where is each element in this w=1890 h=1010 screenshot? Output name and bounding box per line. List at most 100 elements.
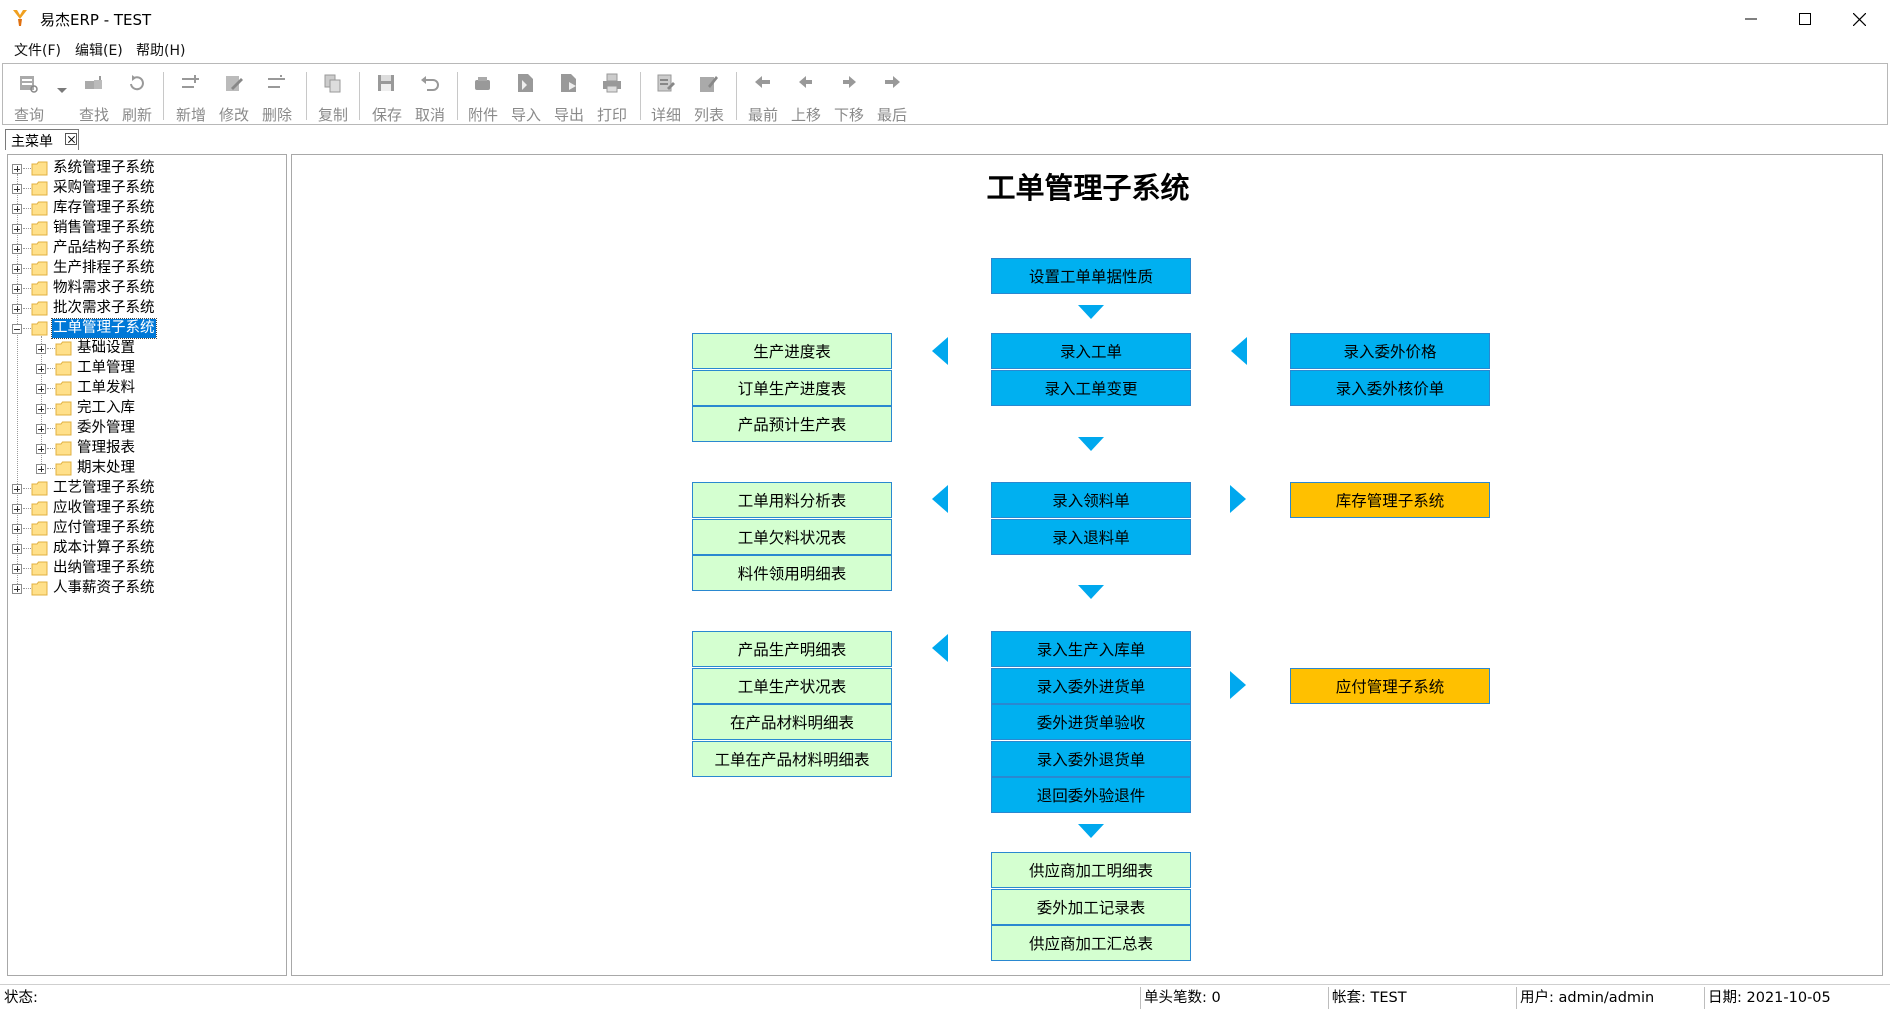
flow-box-report[interactable]: 供应商加工明细表: [991, 852, 1191, 888]
expand-icon[interactable]: [12, 224, 22, 234]
flow-box-report[interactable]: 在产品材料明细表: [692, 704, 892, 740]
tree-item-subsystem[interactable]: 成本计算子系统: [12, 539, 252, 559]
expand-icon[interactable]: [12, 544, 22, 554]
expand-icon[interactable]: [36, 344, 46, 354]
flow-box-report[interactable]: 工单用料分析表: [692, 482, 892, 518]
first-button[interactable]: 最前: [743, 70, 783, 124]
flow-box-report[interactable]: 委外加工记录表: [991, 888, 1191, 925]
tree-item-module[interactable]: 期末处理: [36, 459, 276, 479]
save-button[interactable]: 保存: [367, 70, 407, 124]
flow-box-report[interactable]: 生产进度表: [692, 333, 892, 369]
tree-item-subsystem[interactable]: 批次需求子系统: [12, 299, 252, 319]
expand-icon[interactable]: [36, 424, 46, 434]
tree-item-module[interactable]: 基础设置: [36, 339, 276, 359]
copy-button[interactable]: 复制: [313, 70, 353, 124]
tree-item-subsystem[interactable]: 采购管理子系统: [12, 179, 252, 199]
expand-icon[interactable]: [36, 384, 46, 394]
flow-box-report[interactable]: 工单欠料状况表: [692, 518, 892, 555]
menu-help[interactable]: 帮助(H): [136, 43, 186, 59]
import-button[interactable]: 导入: [506, 70, 546, 124]
tree-item-subsystem[interactable]: 工艺管理子系统: [12, 479, 252, 499]
list-button[interactable]: 列表: [689, 70, 729, 124]
maximize-button[interactable]: [1778, 0, 1832, 38]
flow-box-entry[interactable]: 录入工单: [991, 333, 1191, 369]
flow-box-entry[interactable]: 录入工单变更: [991, 369, 1191, 406]
tree-item-subsystem[interactable]: 物料需求子系统: [12, 279, 252, 299]
expand-icon[interactable]: [12, 164, 22, 174]
status-date: 日期: 2021-10-05: [1708, 990, 1831, 1006]
flow-box-entry[interactable]: 退回委外验退件: [991, 777, 1191, 813]
expand-icon[interactable]: [12, 524, 22, 534]
flow-box-entry[interactable]: 录入委外核价单: [1290, 369, 1490, 406]
tree-item-subsystem[interactable]: 库存管理子系统: [12, 199, 252, 219]
flow-box-report[interactable]: 订单生产进度表: [692, 369, 892, 406]
expand-icon[interactable]: [12, 564, 22, 574]
tree-item-subsystem[interactable]: 应付管理子系统: [12, 519, 252, 539]
flow-box-entry[interactable]: 录入退料单: [991, 518, 1191, 555]
print-button[interactable]: 打印: [592, 70, 632, 124]
expand-icon[interactable]: [36, 364, 46, 374]
prev-button[interactable]: 上移: [786, 70, 826, 124]
flow-box-entry[interactable]: 委外进货单验收: [991, 704, 1191, 740]
find-button[interactable]: 查找: [74, 70, 114, 124]
expand-icon[interactable]: [12, 504, 22, 514]
expand-icon[interactable]: [12, 264, 22, 274]
detail-button[interactable]: 详细: [646, 70, 686, 124]
tree-item-subsystem[interactable]: 销售管理子系统: [12, 219, 252, 239]
close-button[interactable]: [1832, 0, 1886, 38]
flow-box-report[interactable]: 工单生产状况表: [692, 667, 892, 704]
flow-box-entry[interactable]: 录入委外退货单: [991, 740, 1191, 777]
flow-box-report[interactable]: 工单在产品材料明细表: [692, 740, 892, 777]
tree-item-module[interactable]: 管理报表: [36, 439, 276, 459]
flow-box-report[interactable]: 供应商加工汇总表: [991, 925, 1191, 961]
expand-icon[interactable]: [12, 304, 22, 314]
refresh-button[interactable]: 刷新: [117, 70, 157, 124]
minimize-button[interactable]: [1724, 0, 1778, 38]
expand-icon[interactable]: [12, 584, 22, 594]
attachment-button[interactable]: 附件: [463, 70, 503, 124]
tree-item-subsystem[interactable]: 出纳管理子系统: [12, 559, 252, 579]
expand-icon[interactable]: [12, 244, 22, 254]
tree-item-module[interactable]: 工单发料: [36, 379, 276, 399]
tree-item-subsystem[interactable]: 系统管理子系统: [12, 159, 252, 179]
menu-edit[interactable]: 编辑(E): [75, 43, 123, 59]
expand-icon[interactable]: [36, 444, 46, 454]
next-button[interactable]: 下移: [829, 70, 869, 124]
flow-box-subsystem-link[interactable]: 应付管理子系统: [1290, 668, 1490, 704]
expand-icon[interactable]: [12, 284, 22, 294]
tab-close-icon[interactable]: [65, 133, 77, 145]
add-button[interactable]: 新增: [171, 70, 211, 124]
expand-icon[interactable]: [12, 184, 22, 194]
export-button[interactable]: 导出: [549, 70, 589, 124]
tab-main-menu[interactable]: 主菜单: [5, 129, 79, 150]
tree-item-module[interactable]: 委外管理: [36, 419, 276, 439]
flow-box-entry[interactable]: 录入领料单: [991, 482, 1191, 518]
last-button[interactable]: 最后: [872, 70, 912, 124]
tree-item-subsystem[interactable]: 人事薪资子系统: [12, 579, 252, 599]
flow-box-entry[interactable]: 录入委外进货单: [991, 667, 1191, 704]
cancel-button[interactable]: 取消: [410, 70, 450, 124]
flow-box-report[interactable]: 产品生产明细表: [692, 631, 892, 667]
flow-box-report[interactable]: 料件领用明细表: [692, 555, 892, 591]
edit-button[interactable]: 修改: [214, 70, 254, 124]
tree-item-module[interactable]: 工单管理: [36, 359, 276, 379]
expand-icon[interactable]: [36, 404, 46, 414]
query-dropdown-icon[interactable]: [57, 88, 67, 93]
tree-item-subsystem[interactable]: 生产排程子系统: [12, 259, 252, 279]
collapse-icon[interactable]: [12, 324, 22, 334]
flow-box-report[interactable]: 产品预计生产表: [692, 406, 892, 442]
delete-button[interactable]: 删除: [257, 70, 297, 124]
query-button[interactable]: 查询: [9, 70, 49, 124]
menu-file[interactable]: 文件(F): [14, 43, 61, 59]
flow-box-entry[interactable]: 录入委外价格: [1290, 333, 1490, 369]
flow-box-setup[interactable]: 设置工单单据性质: [991, 258, 1191, 294]
tree-item-subsystem[interactable]: 产品结构子系统: [12, 239, 252, 259]
tree-item-subsystem[interactable]: 应收管理子系统: [12, 499, 252, 519]
tree-item-subsystem[interactable]: 工单管理子系统: [12, 318, 252, 339]
expand-icon[interactable]: [12, 484, 22, 494]
flow-box-subsystem-link[interactable]: 库存管理子系统: [1290, 482, 1490, 518]
expand-icon[interactable]: [12, 204, 22, 214]
expand-icon[interactable]: [36, 464, 46, 474]
flow-box-entry[interactable]: 录入生产入库单: [991, 631, 1191, 667]
tree-item-module[interactable]: 完工入库: [36, 399, 276, 419]
